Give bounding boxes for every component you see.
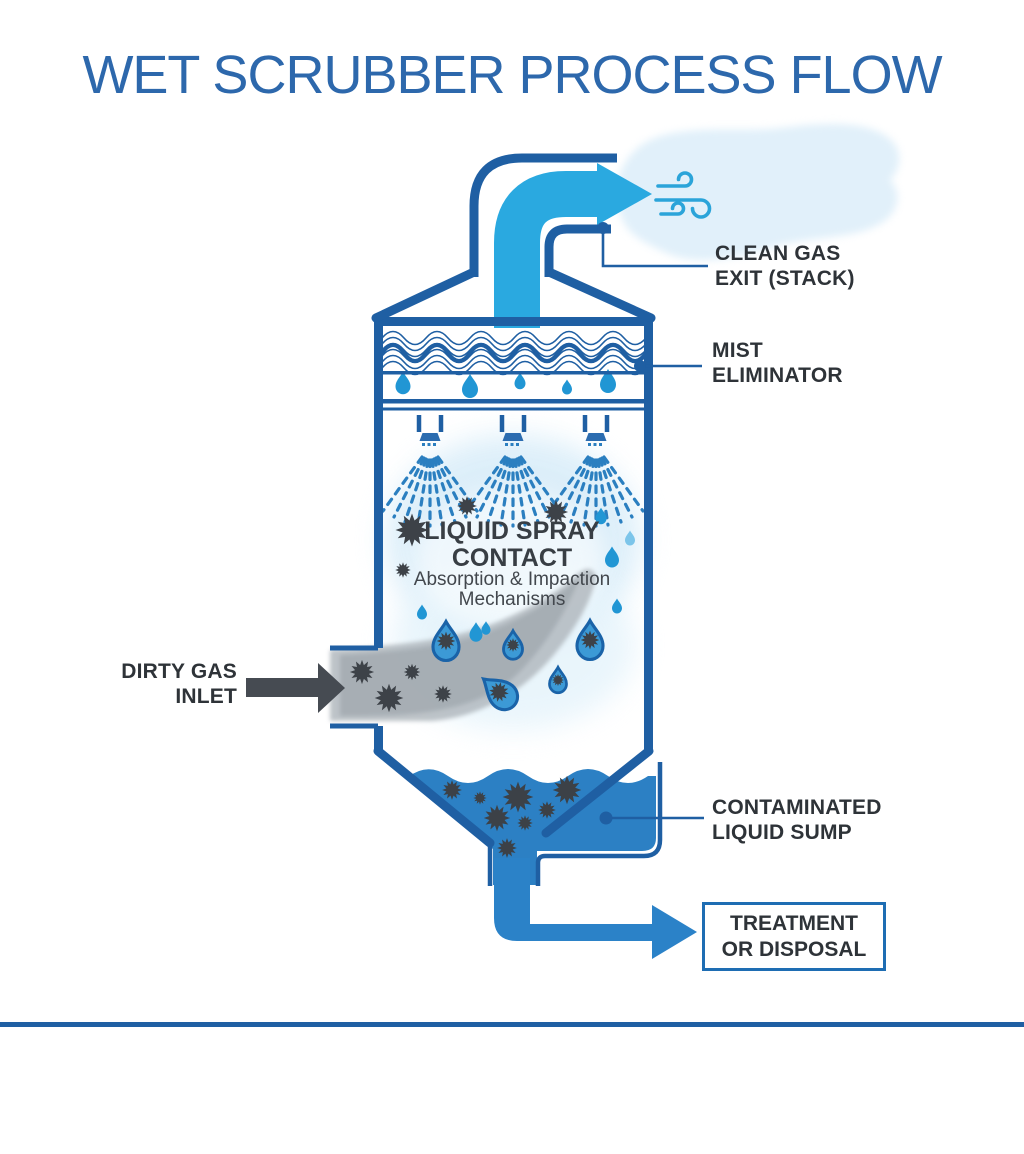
clean-gas-exit-label: CLEAN GAS EXIT (STACK) xyxy=(715,242,855,291)
wind-icon xyxy=(654,171,712,219)
leader-lines xyxy=(601,228,708,820)
dirty-gas-arrow-icon xyxy=(246,663,345,713)
page-title: WET SCRUBBER PROCESS FLOW xyxy=(82,45,942,105)
sump-containment xyxy=(487,762,663,886)
treatment-or-disposal-box: TREATMENT OR DISPOSAL xyxy=(702,902,886,971)
mist-eliminator-label: MIST ELIMINATOR xyxy=(712,339,843,388)
treatment-box-line2: OR DISPOSAL xyxy=(721,937,867,961)
spray-header xyxy=(383,399,645,411)
treatment-box-line1: TREATMENT xyxy=(730,911,858,935)
contaminated-liquid-sump-line1: CONTAMINATED xyxy=(712,796,882,819)
clean-gas-arrow-icon xyxy=(494,163,652,328)
clean-gas-plume xyxy=(616,124,900,261)
mist-eliminator-label-line2: ELIMINATOR xyxy=(712,363,843,387)
bottom-divider xyxy=(0,1022,1024,1027)
dirty-gas-inlet-label: DIRTY GAS INLET xyxy=(60,660,237,709)
clean-gas-exit-label-line2: EXIT (STACK) xyxy=(715,266,855,290)
spray-mechanisms-sublabel: Absorption & Impaction Mechanisms xyxy=(372,570,652,610)
dirty-gas-inlet-label-line2: INLET xyxy=(175,684,237,708)
inlet-flanges xyxy=(330,645,378,729)
liquid-spray-contact-line2: CONTACT xyxy=(451,544,573,572)
spray-mechanisms-sub-line2: Mechanisms xyxy=(458,589,566,610)
mist-eliminator-band xyxy=(380,330,648,376)
contaminated-liquid-sump-line2: LIQUID SUMP xyxy=(712,820,852,844)
drain-arrow-icon xyxy=(494,858,697,959)
contaminated-liquid-sump-label: CONTAMINATED LIQUID SUMP xyxy=(712,796,882,845)
vessel-shell xyxy=(330,153,656,752)
dirty-gas-inlet-label-line1: DIRTY GAS xyxy=(121,660,237,683)
vessel-funnel xyxy=(373,746,654,848)
leader-dots xyxy=(597,222,646,825)
liquid-spray-contact-label: LIQUID SPRAY CONTACT xyxy=(382,518,642,572)
clean-gas-exit-label-line1: CLEAN GAS xyxy=(715,242,841,265)
spray-mechanisms-sub-line1: Absorption & Impaction xyxy=(413,569,611,590)
mist-eliminator-label-line1: MIST xyxy=(712,339,763,362)
liquid-spray-contact-line1: LIQUID SPRAY xyxy=(424,517,600,545)
